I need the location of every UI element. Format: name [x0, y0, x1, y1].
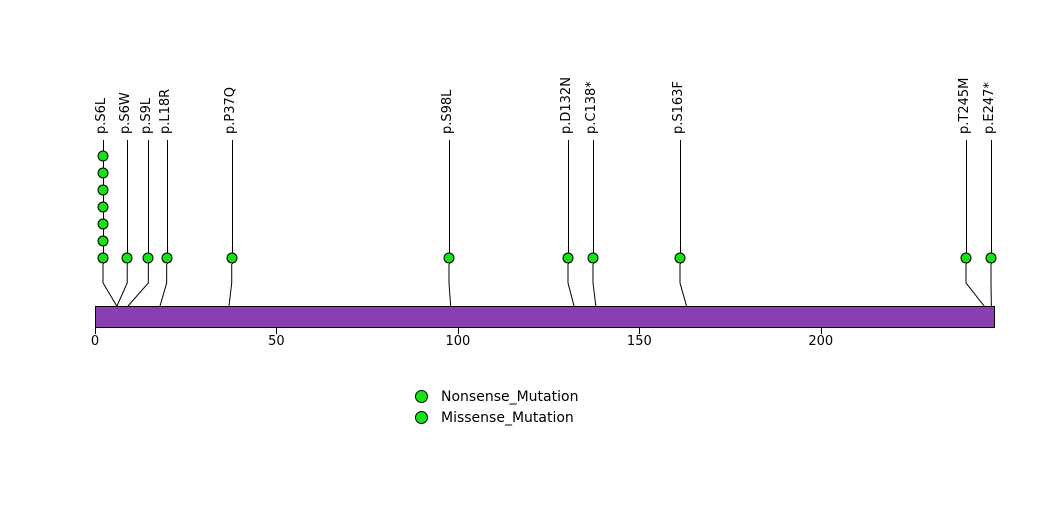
lollipop-head[interactable] [97, 235, 109, 247]
lollipop-stem [167, 140, 168, 264]
x-axis-tick-label: 200 [808, 334, 834, 349]
lollipop-head[interactable] [142, 252, 154, 264]
x-axis-tick [820, 328, 822, 334]
lollipop-head[interactable] [562, 252, 574, 264]
lollipop-stem [991, 140, 992, 264]
lollipop-head[interactable] [97, 252, 109, 264]
x-axis-tick [276, 328, 278, 334]
lollipop-head[interactable] [121, 252, 133, 264]
mutation-label: p.S9L [139, 97, 154, 134]
lollipop-head[interactable] [226, 252, 238, 264]
legend-label-nonsense: Nonsense_Mutation [441, 388, 579, 405]
mutation-label: p.C138* [584, 81, 599, 134]
legend-item-missense[interactable]: Missense_Mutation [415, 407, 578, 428]
x-axis-tick-label: 150 [626, 334, 652, 349]
lollipop-stem [966, 140, 967, 264]
lollipop-head[interactable] [97, 201, 109, 213]
lollipop-head[interactable] [97, 167, 109, 179]
lollipop-stem-elbow [567, 264, 575, 307]
mutation-label: p.D132N [559, 77, 574, 134]
lollipop-stem-elbow [159, 264, 168, 307]
legend: Nonsense_Mutation Missense_Mutation [415, 386, 578, 428]
lollipop-stem [449, 140, 450, 264]
lollipop-stem [568, 140, 569, 264]
mutation-label: p.E247* [982, 82, 997, 134]
x-axis-tick-label: 50 [268, 334, 285, 349]
nonsense-marker-icon [415, 390, 428, 403]
mutation-label: p.L18R [158, 88, 173, 134]
lollipop-head[interactable] [960, 252, 972, 264]
mutation-label: p.P37Q [223, 87, 238, 134]
lollipop-stem-elbow [965, 264, 985, 307]
legend-item-nonsense[interactable]: Nonsense_Mutation [415, 386, 578, 407]
lollipop-head[interactable] [587, 252, 599, 264]
lollipop-stem-elbow [116, 264, 128, 307]
mutation-label: p.S6L [94, 97, 109, 134]
lollipop-stem-elbow [127, 264, 149, 307]
lollipop-stem [232, 140, 233, 264]
lollipop-stem [148, 140, 149, 264]
missense-marker-icon [415, 411, 428, 424]
mutation-label: p.S98L [440, 89, 455, 134]
x-axis-tick [639, 328, 641, 334]
lollipop-head[interactable] [161, 252, 173, 264]
lollipop-stem-elbow [448, 264, 452, 307]
lollipop-head[interactable] [443, 252, 455, 264]
lollipop-stem-elbow [990, 264, 992, 307]
lollipop-stem [680, 140, 681, 264]
x-axis-tick [95, 328, 96, 334]
mutation-label: p.S163F [671, 81, 686, 134]
x-axis-tick [457, 328, 459, 334]
lollipop-stem-elbow [592, 264, 597, 307]
lollipop-stem-elbow [102, 264, 118, 307]
x-axis-tick-label: 100 [445, 334, 471, 349]
mutation-label: p.T245M [957, 77, 972, 134]
lollipop-head[interactable] [674, 252, 686, 264]
lollipop-stem-elbow [679, 264, 688, 307]
lollipop-head[interactable] [97, 150, 109, 162]
protein-backbone-bar [95, 306, 995, 328]
lollipop-stem [593, 140, 594, 264]
lollipop-head[interactable] [97, 184, 109, 196]
lollipop-stem-elbow [228, 264, 233, 307]
lollipop-head[interactable] [985, 252, 997, 264]
lollipop-head[interactable] [97, 218, 109, 230]
mutation-label: p.S6W [118, 92, 133, 134]
x-axis-tick-label: 0 [90, 334, 100, 349]
legend-label-missense: Missense_Mutation [441, 409, 574, 426]
lollipop-stem [127, 140, 128, 264]
